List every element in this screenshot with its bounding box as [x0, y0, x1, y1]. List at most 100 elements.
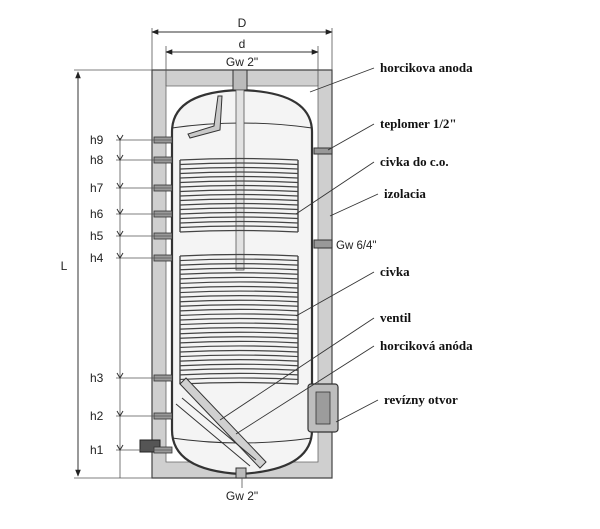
- height-label-h3: h3: [90, 371, 104, 385]
- callout-label: civka do c.o.: [380, 154, 449, 169]
- coil-turn: [179, 184, 299, 188]
- height-arrow: [116, 372, 124, 379]
- label-side-thread: Gw 6/4": [336, 240, 377, 252]
- callout-leader: [335, 399, 379, 423]
- label-L: L: [61, 259, 68, 273]
- height-arrow: [116, 444, 124, 451]
- height-label-h1: h1: [90, 443, 104, 457]
- coil-turn: [179, 308, 299, 312]
- coil-turn: [179, 368, 299, 371]
- coil-turn: [179, 162, 299, 166]
- coil-turn: [179, 211, 299, 215]
- callout-leader: [219, 317, 375, 421]
- callout-leader: [235, 345, 375, 435]
- coil-turn: [179, 258, 299, 262]
- coil-turn: [179, 285, 299, 289]
- upper-anode: [187, 95, 223, 139]
- label-d: d: [239, 37, 246, 51]
- coil-turn: [179, 340, 299, 344]
- callout-label: ventil: [380, 310, 411, 325]
- coil-turn: [179, 166, 299, 170]
- coil-turn: [179, 359, 299, 362]
- coil-turn: [179, 281, 299, 285]
- height-arrow: [116, 182, 124, 189]
- upper-coil: [179, 157, 299, 233]
- dimension-L: L: [61, 69, 152, 479]
- coil-turn: [179, 331, 299, 335]
- callout-leader: [295, 161, 375, 215]
- label-top-thread: Gw 2": [226, 55, 258, 69]
- height-arrow: [116, 154, 124, 161]
- thermometer-socket: [313, 147, 333, 155]
- callouts: horcikova anoda teplomer 1/2" civka do c.o…: [219, 60, 473, 435]
- coil-turn: [179, 304, 299, 307]
- height-label-h2: h2: [90, 409, 104, 423]
- height-arrow: [116, 230, 124, 237]
- coil-turn: [179, 225, 299, 229]
- lower-coil: [179, 253, 299, 385]
- coil-turn: [179, 299, 299, 303]
- callout-leader: [327, 123, 375, 151]
- height-arrow: [116, 410, 124, 417]
- callout-leader: [309, 67, 375, 93]
- coil-turn: [179, 322, 299, 326]
- callout-leader: [295, 271, 375, 317]
- callout-label: revízny otvor: [384, 392, 458, 407]
- coil-turn: [179, 216, 299, 220]
- coil-turn: [179, 202, 299, 206]
- height-label-h8: h8: [90, 153, 104, 167]
- coil-turn: [179, 175, 299, 179]
- callout-label: teplomer 1/2": [380, 116, 457, 131]
- callout-leader: [329, 193, 379, 217]
- coil-turn: [179, 327, 299, 330]
- coil-turn: [179, 193, 299, 197]
- coil-turn: [179, 317, 299, 321]
- height-label-h5: h5: [90, 229, 104, 243]
- lower-anode: [175, 377, 267, 469]
- coil-turn: [179, 276, 299, 280]
- coil-turn: [179, 253, 299, 257]
- label-D: D: [238, 16, 247, 30]
- coil-turn: [179, 377, 299, 381]
- coil-turn: [179, 372, 299, 376]
- height-arrow: [116, 252, 124, 259]
- callout-label: horcikova anoda: [380, 60, 473, 75]
- dimension-d: d: [165, 37, 319, 86]
- coil-turn: [179, 267, 299, 271]
- coil-turn: [179, 381, 299, 385]
- coil-turn: [179, 295, 299, 298]
- height-label-h6: h6: [90, 207, 104, 221]
- coil-turn: [179, 180, 299, 184]
- coil-turn: [179, 171, 299, 175]
- coil-turn: [179, 220, 299, 224]
- callout-label: izolacia: [384, 186, 426, 201]
- coil-turn: [179, 345, 299, 349]
- height-arrow: [116, 208, 124, 215]
- coil-turn: [179, 349, 299, 353]
- height-label-h9: h9: [90, 133, 104, 147]
- inspection-opening: [307, 383, 339, 433]
- coil-turn: [179, 263, 299, 266]
- coil-turn: [179, 157, 299, 161]
- coil-turn: [179, 313, 299, 317]
- callout-label: horciková anóda: [380, 338, 473, 353]
- coil-turn: [179, 272, 299, 275]
- dimension-D: D: [151, 16, 333, 70]
- coil-turn: [179, 363, 299, 367]
- height-arrow: [116, 134, 124, 141]
- coil-turn: [179, 229, 299, 233]
- label-bottom-thread: Gw 2": [226, 489, 258, 503]
- coil-turn: [179, 290, 299, 294]
- top-outlet-pipe: [232, 69, 248, 271]
- coil-turn: [179, 354, 299, 358]
- coil-turn: [179, 198, 299, 202]
- height-label-h7: h7: [90, 181, 104, 195]
- callout-label: civka: [380, 264, 410, 279]
- side-connection: [313, 239, 333, 249]
- coil-turn: [179, 189, 299, 193]
- coil-turn: [179, 336, 299, 339]
- coil-turn: [179, 207, 299, 211]
